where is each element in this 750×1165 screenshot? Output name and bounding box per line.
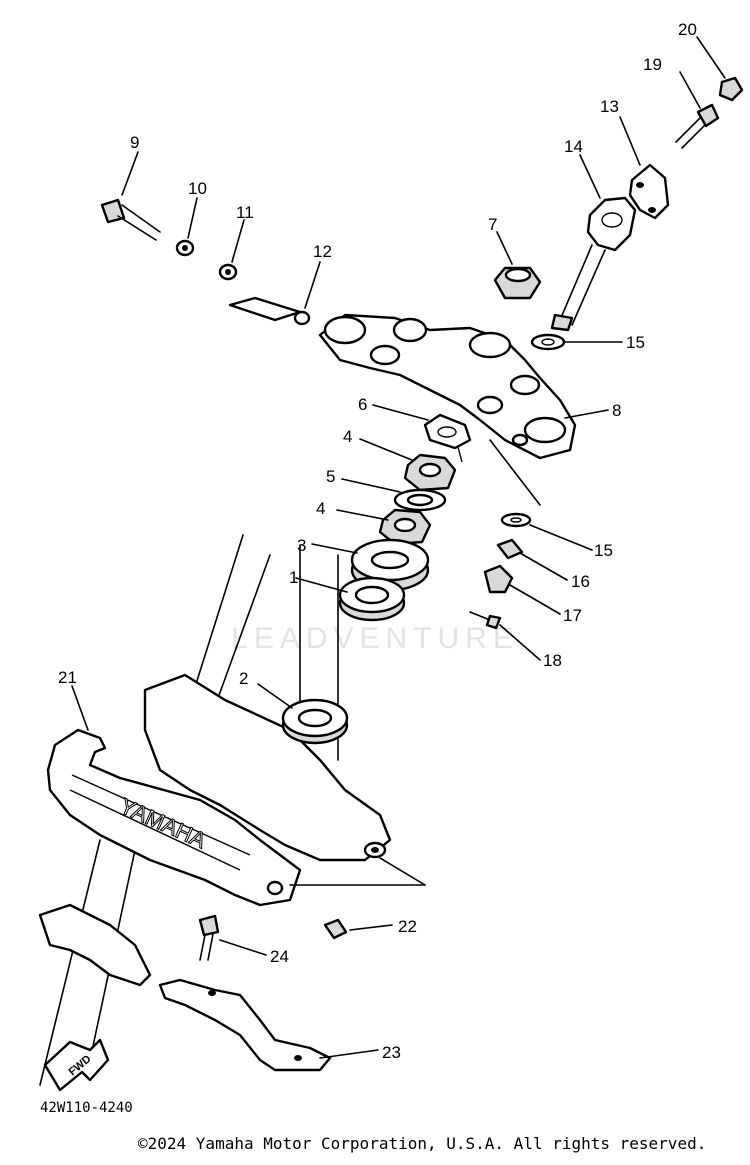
lower-bearing-2	[281, 698, 349, 745]
callout-1: 1	[289, 568, 298, 587]
lock-washer-6	[423, 413, 472, 463]
callout-7: 7	[488, 215, 497, 234]
bolt-24	[198, 914, 220, 961]
washer-15-upper	[530, 333, 566, 351]
callout-3: 3	[297, 536, 306, 555]
under-bracket	[143, 673, 392, 862]
callout-4-lower: 4	[316, 499, 325, 518]
handlebar-holder-14	[550, 196, 637, 332]
callout-24: 24	[270, 947, 289, 966]
screw-18	[469, 611, 502, 630]
upper-bracket-8	[318, 313, 577, 460]
bolt-9	[100, 198, 161, 241]
callout-11: 11	[236, 203, 254, 222]
callout-6: 6	[358, 395, 367, 414]
fwd-arrow: FWD	[43, 1038, 110, 1092]
callout-2: 2	[239, 669, 248, 688]
callout-8: 8	[612, 401, 621, 420]
nut-17	[483, 564, 514, 594]
callout-14: 14	[564, 137, 583, 156]
callout-10: 10	[188, 179, 207, 198]
callout-15-upper: 15	[626, 333, 645, 352]
upper-bearing-1	[338, 576, 406, 622]
diagram-code: 42W110-4240	[40, 1100, 133, 1116]
watermark-text: LEADVENTURE	[231, 622, 519, 655]
washer-11	[218, 263, 238, 281]
callout-4-upper: 4	[343, 427, 352, 446]
callout-12: 12	[313, 242, 332, 261]
callout-18: 18	[543, 651, 562, 670]
callout-16: 16	[571, 572, 590, 591]
callout-23: 23	[382, 1043, 401, 1062]
copyright-notice: ©2024 Yamaha Motor Corporation, U.S.A. A…	[138, 1134, 707, 1153]
collar-16	[496, 538, 524, 560]
ring-nut-4-upper	[403, 453, 457, 492]
nut-20	[718, 76, 744, 102]
washer-10	[175, 239, 195, 257]
callout-13: 13	[600, 97, 619, 116]
callout-21: 21	[58, 668, 77, 687]
bolt-22	[323, 918, 348, 940]
bolt-19	[675, 103, 720, 149]
emblem-plate-21: YAMAHA	[46, 728, 302, 907]
stem-nut-7	[493, 266, 542, 300]
callout-5: 5	[326, 467, 335, 486]
callout-15-lower: 15	[594, 541, 613, 560]
lower-fork-leg	[38, 903, 152, 987]
callout-labels: 1 2 3 4 4 5 6 7 8 9 10 11 12 13 14 15 15…	[58, 20, 697, 1062]
callout-20: 20	[678, 20, 697, 39]
washer-15-lower	[500, 512, 532, 528]
callout-19: 19	[643, 55, 662, 74]
callout-9: 9	[130, 133, 139, 152]
holder-cap-13	[628, 163, 670, 220]
bracket-23	[158, 978, 332, 1072]
washer-5	[393, 488, 447, 512]
callout-22: 22	[398, 917, 417, 936]
ring-nut-4-lower	[378, 508, 432, 546]
leader-lines	[71, 36, 726, 1059]
callout-17: 17	[563, 606, 582, 625]
clip-12	[228, 296, 311, 326]
